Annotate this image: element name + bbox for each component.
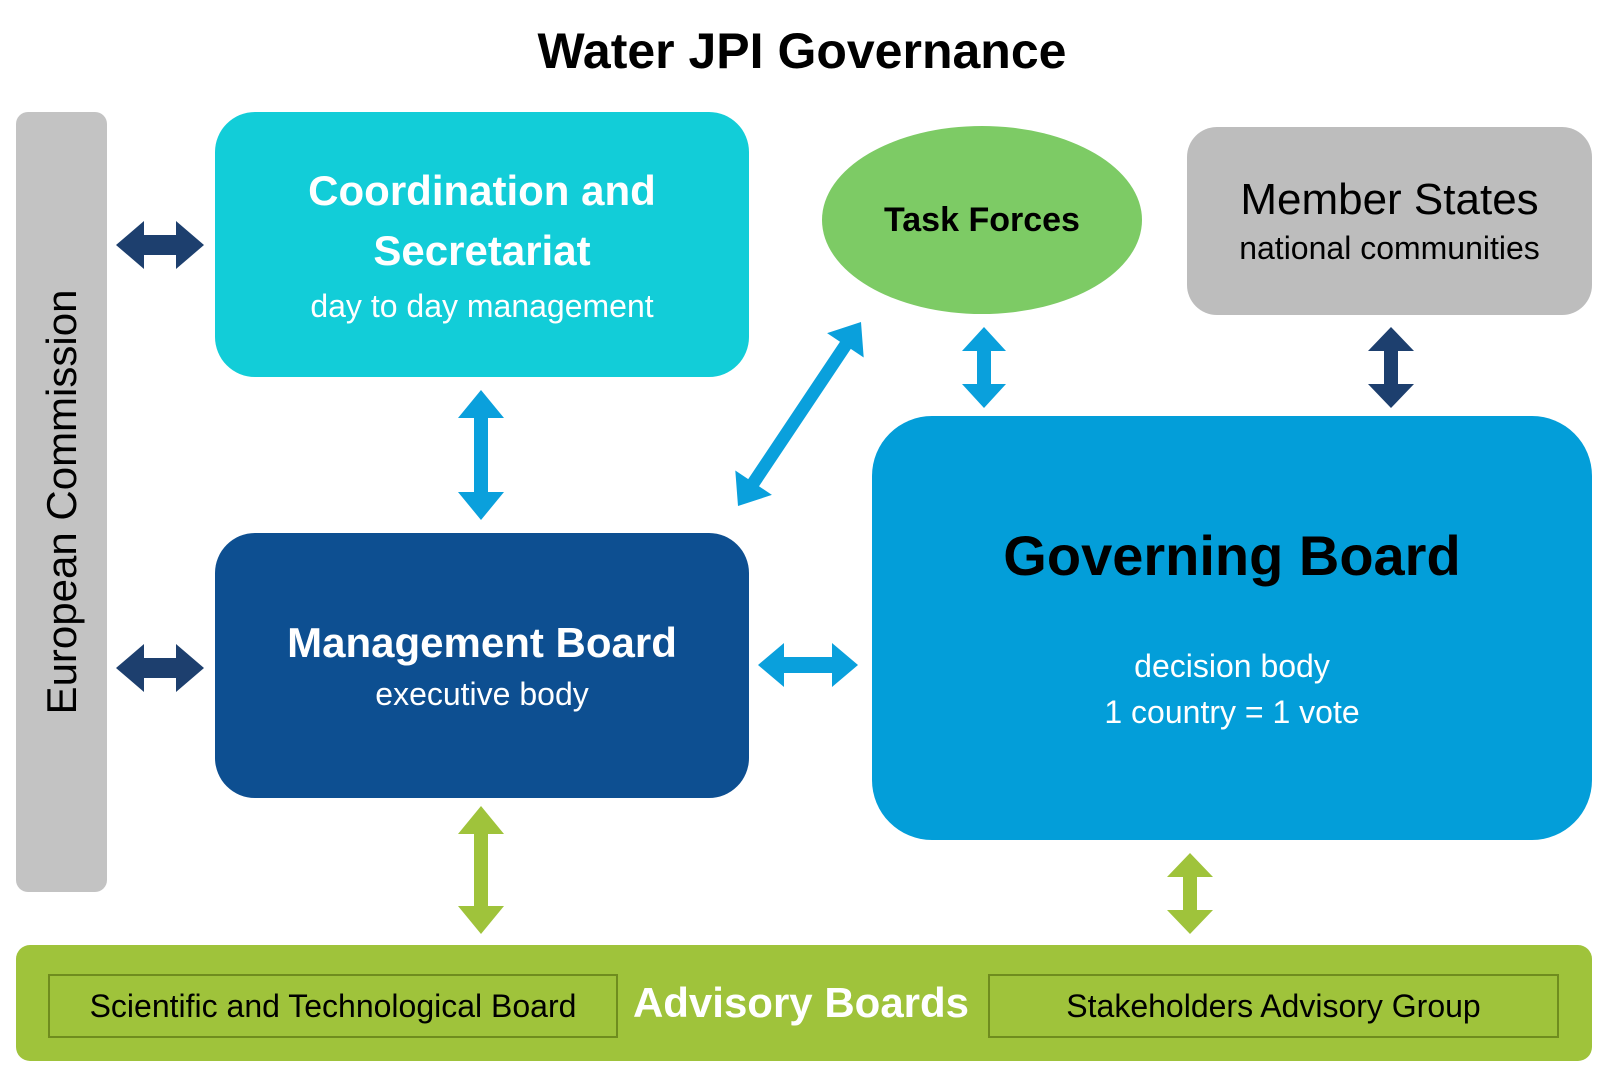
governing-subtitle-line2: 1 country = 1 vote xyxy=(1104,694,1360,730)
arrow-management-taskforces-icon xyxy=(735,322,864,506)
arrow-management-advisory-icon xyxy=(458,806,504,934)
stakeholders-advisory-group: Stakeholders Advisory Group xyxy=(988,974,1559,1038)
arrow-governing-advisory-icon xyxy=(1167,853,1213,934)
member-states-box: Member States national communities xyxy=(1187,127,1592,315)
management-title: Management Board xyxy=(287,618,677,666)
coordination-title-line1: Coordination and xyxy=(308,166,656,214)
arrow-management-governing-icon xyxy=(758,643,858,687)
arrow-taskforces-governing-icon xyxy=(962,327,1006,408)
governing-subtitle-line1: decision body xyxy=(1134,648,1330,684)
management-subtitle: executive body xyxy=(375,675,589,712)
coordination-secretariat-box: Coordination and Secretariat day to day … xyxy=(215,112,749,377)
member-states-subtitle: national communities xyxy=(1239,230,1540,266)
member-states-title: Member States xyxy=(1240,175,1539,224)
task-forces-ellipse: Task Forces xyxy=(822,126,1142,314)
advisory-boards-bar: Scientific and Technological Board Advis… xyxy=(16,945,1592,1061)
coordination-subtitle: day to day management xyxy=(310,287,654,324)
european-commission-bar: European Commission xyxy=(16,112,107,892)
coordination-title-line2: Secretariat xyxy=(373,226,591,274)
arrow-ec-coordination-icon xyxy=(116,221,204,269)
arrow-coordination-management-icon xyxy=(458,390,504,520)
governing-board-box: Governing Board decision body 1 country … xyxy=(872,416,1592,840)
diagram-title: Water JPI Governance xyxy=(537,23,1067,79)
scientific-technological-board: Scientific and Technological Board xyxy=(48,974,618,1038)
arrow-ec-management-icon xyxy=(116,644,204,692)
governing-title: Governing Board xyxy=(1003,524,1461,587)
arrow-memberstates-governing-icon xyxy=(1368,327,1414,408)
management-board-box: Management Board executive body xyxy=(215,533,749,798)
advisory-boards-title: Advisory Boards xyxy=(632,979,970,1026)
task-forces-title: Task Forces xyxy=(884,200,1080,239)
